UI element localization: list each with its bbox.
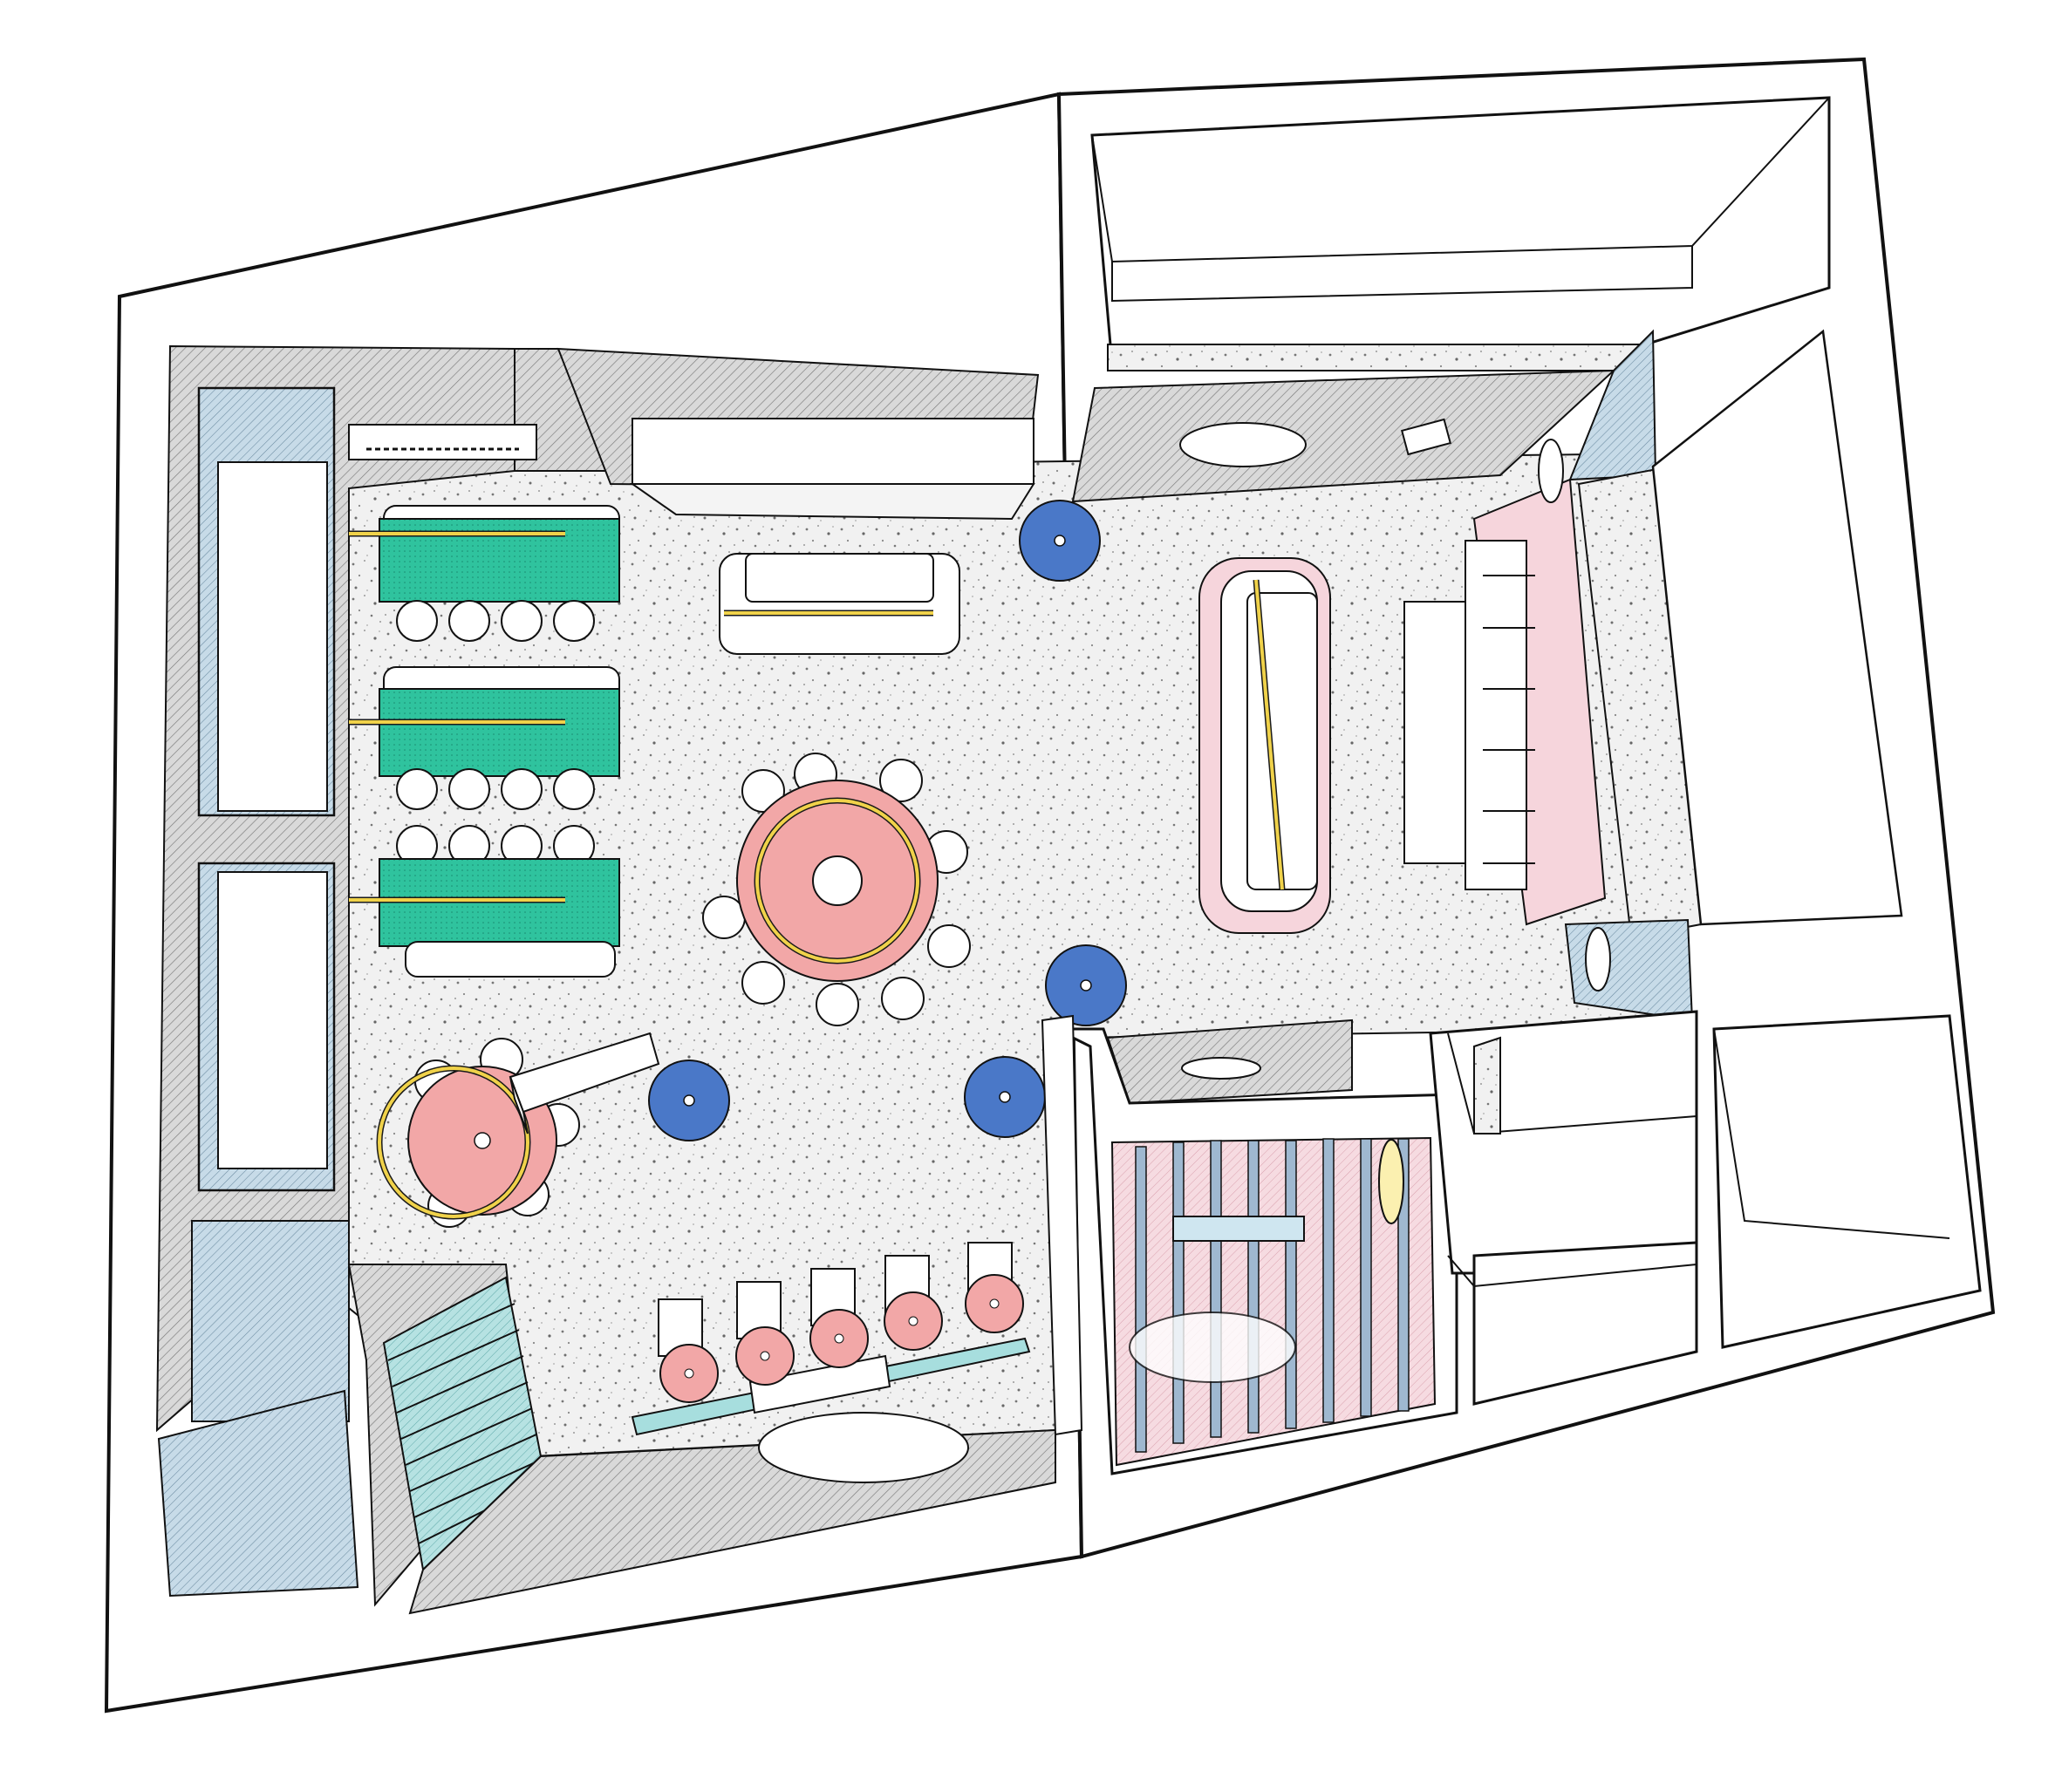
meeting-wall-lamp bbox=[1378, 1139, 1404, 1224]
round-table-center bbox=[702, 753, 971, 1026]
ceiling-lamp-meeting bbox=[1181, 1057, 1261, 1080]
work-table-3 bbox=[349, 825, 620, 978]
booth-seating-right bbox=[1403, 478, 1607, 926]
stair-treads bbox=[387, 1303, 540, 1544]
shelving-unit-top bbox=[632, 418, 1034, 485]
wall-vent bbox=[1401, 418, 1451, 456]
work-table-1 bbox=[349, 505, 620, 642]
small-rooms-block bbox=[1429, 1010, 1982, 1406]
glass-block-wall-left bbox=[191, 1220, 350, 1422]
sofa-top-center bbox=[719, 553, 960, 655]
wall-lamp-right-bottom bbox=[1585, 927, 1611, 991]
pink-stools-bottom bbox=[658, 1242, 1024, 1403]
top-wall-right-surface bbox=[1071, 369, 1616, 503]
wall-sign-panel bbox=[348, 424, 537, 460]
bench-bottom bbox=[631, 1337, 1031, 1436]
top-right-room-depth bbox=[1091, 97, 1830, 263]
rug-bottom bbox=[758, 1412, 969, 1483]
right-wall-glass-bottom bbox=[1564, 918, 1694, 1022]
meeting-rug bbox=[1129, 1312, 1296, 1383]
window-left-upper-pane bbox=[217, 461, 328, 812]
window-left-lower-pane bbox=[217, 871, 328, 1169]
top-right-room-ledge bbox=[1111, 246, 1693, 303]
shelving-unit-shelf bbox=[629, 483, 1035, 521]
top-right-room-floor-strip bbox=[1107, 344, 1649, 371]
column-center bbox=[1041, 1014, 1083, 1436]
work-table-2 bbox=[349, 666, 620, 810]
ceiling-lamp-1 bbox=[1179, 422, 1307, 467]
meeting-table bbox=[1172, 1216, 1305, 1242]
glass-block-wall-bottom-left bbox=[157, 1389, 359, 1598]
wall-lamp-right-top bbox=[1538, 439, 1564, 503]
sofa-right-long bbox=[1198, 557, 1331, 934]
right-room-wall-panel bbox=[1651, 329, 1903, 926]
